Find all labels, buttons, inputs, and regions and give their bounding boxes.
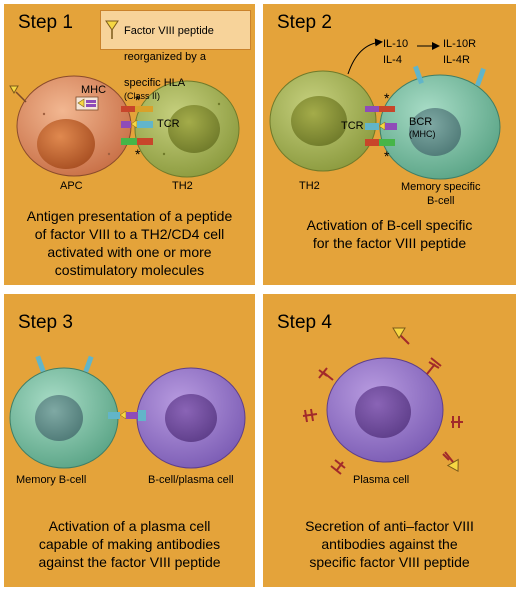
costim-star-bottom: * [135,146,141,162]
th2-label: TH2 [172,180,193,192]
th2-nucleus [291,96,347,146]
step-title: Step 4 [277,312,332,333]
antigen-icon [392,327,406,339]
memory-b-cell-label: Memory B-cell [16,474,87,486]
step-caption: Secretion of anti–factor VIII antibodies… [305,518,474,570]
step-title: Step 1 [18,12,73,33]
step-caption: Antigen presentation of a peptide of fac… [26,208,233,278]
il4-label: IL-4 [383,54,402,66]
antibody-icon [451,416,463,428]
legend-text: Factor VIII peptide reorganized by a spe… [124,12,214,103]
antibody-icon [302,408,318,423]
memory-b-cell-label: Memory specific B-cell [401,180,480,208]
plasma-nucleus [165,394,217,442]
il4r-label: IL-4R [443,54,470,66]
antibody-icons [302,357,463,475]
step-3-panel: Step 3 Memory B-cell B-cell/plasma cell … [4,294,255,587]
costim-star-top: * [384,90,390,106]
tcr-label: TCR [157,118,180,130]
step-1-panel: Step 1 Factor VIII peptide reorganized b… [4,4,255,285]
legend-line-3-suffix: (Class II) [124,91,160,101]
antibody-icon [318,367,334,381]
antibody-icon [330,459,346,475]
step-3-illustration [9,355,246,469]
step-4-panel: Step 4 Plasma cell Secretion of anti–fac… [263,294,516,587]
tcr-label: TCR [341,120,364,132]
th2-nucleus [168,105,220,153]
antigen-bound-antibodies [392,327,459,473]
plasma-cell-label: Plasma cell [353,474,410,486]
antibody-icon [426,357,442,375]
step-title: Step 3 [18,312,73,333]
step-caption: Activation of a plasma cell capable of m… [38,518,221,570]
apc-label: APC [60,180,83,192]
step-caption: Activation of B-cell specific for the fa… [306,217,473,251]
bcr-sub-label: (MHC) [409,129,436,139]
costim-star-top: * [135,92,141,108]
th2-label: TH2 [299,180,320,192]
memory-b-nucleus [35,395,83,441]
mhc-label: MHC [81,84,107,96]
cytokine-arrow [347,38,383,75]
step-1-illustration [9,75,240,178]
legend-box: Factor VIII peptide reorganized by a spe… [100,10,251,101]
costim-star-bottom: * [384,148,390,164]
apc-nucleus [37,119,95,169]
step-title: Step 2 [277,12,332,33]
memory-label-line-1: Memory specific [401,181,481,193]
legend-line-3: specific HLA [124,77,186,89]
antigen-icon [446,458,459,473]
plasma-nucleus [355,386,411,438]
plasma-cell-label: B-cell/plasma cell [148,474,234,486]
step-2-panel: Step 2 IL-10 IL-4 IL-10R IL-4R TCR BCR (… [263,4,516,285]
step-2-illustration [269,38,501,180]
bcr-label: BCR [409,116,433,128]
il10-label: IL-10 [383,38,409,50]
legend-line-1: Factor VIII peptide [124,25,214,37]
step-4-illustration [302,327,463,475]
antigen-icon [9,85,19,95]
il10r-label: IL-10R [443,38,477,50]
memory-label-line-2: B-cell [426,195,455,207]
memory-b-nucleus [409,108,461,156]
factor-viii-peptide-icon [105,20,119,39]
legend-line-2: reorganized by a [124,51,206,63]
antibody-icon [442,453,450,461]
